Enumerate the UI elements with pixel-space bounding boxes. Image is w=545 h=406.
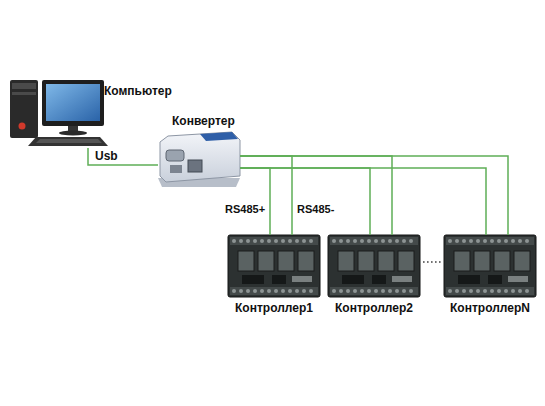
converter-picture: [158, 132, 240, 187]
node-label: Контроллер1: [235, 301, 313, 315]
controller-picture: [328, 235, 420, 297]
wire: [240, 168, 486, 235]
computer-node: Компьютер: [8, 78, 108, 148]
controller-node: Контроллер2: [328, 235, 420, 297]
controller-node: Контроллер1: [228, 235, 320, 297]
node-label: Контроллер2: [335, 301, 413, 315]
controller-picture: [228, 235, 320, 297]
cable: [88, 148, 158, 165]
computer-picture: [10, 80, 108, 146]
controller-node: КонтроллерN: [444, 235, 536, 297]
signal-name: RS485+: [224, 203, 266, 216]
controller-picture: [444, 235, 536, 297]
converter-node: Конвертер: [158, 132, 240, 187]
node-label: Компьютер: [104, 84, 172, 98]
wire: [88, 148, 158, 165]
wire: [240, 168, 270, 235]
node-label: КонтроллерN: [450, 301, 530, 315]
cable-label: Usb: [94, 149, 119, 163]
node-label: Конвертер: [172, 114, 235, 128]
signal-name: RS485-: [296, 203, 335, 216]
ellipsis-dots: [423, 261, 441, 263]
cable: [240, 156, 508, 235]
wire: [240, 168, 370, 235]
wire: [240, 156, 508, 235]
